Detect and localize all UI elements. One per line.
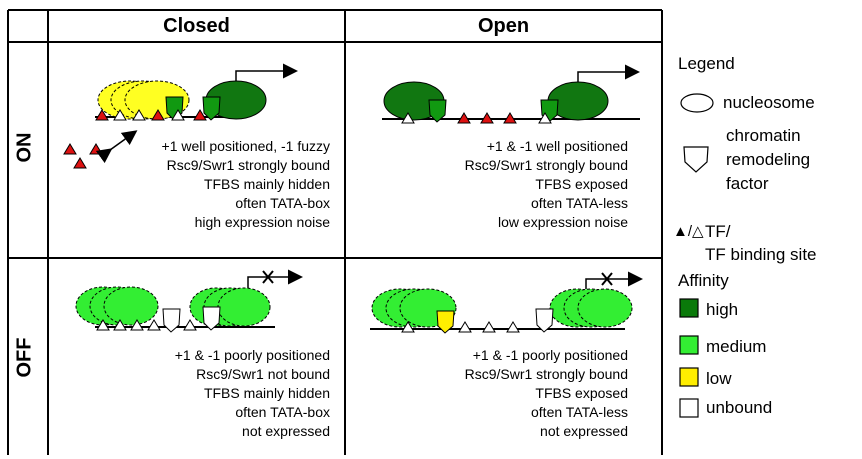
block-cross [262, 270, 274, 284]
tfbs-empty [506, 321, 520, 333]
tfbs-empty [401, 321, 415, 333]
desc-line: +1 & -1 poorly positioned [472, 347, 628, 363]
row-label-off: OFF [13, 337, 36, 378]
desc-line: not expressed [540, 423, 628, 439]
legend-affinity-unbound: unbound [706, 398, 773, 417]
on-open-description: +1 & -1 well positioned Rsc9/Swr1 strong… [465, 137, 628, 232]
affinity-swatch-high [679, 298, 699, 318]
desc-line: TFBS exposed [535, 385, 628, 401]
legend-tf-title: TF/ [705, 222, 731, 241]
legend-nucleosome-label: nucleosome [723, 93, 815, 112]
tfbs-bound [193, 109, 207, 121]
legend-tf-symbol: ▲/△ [673, 223, 704, 240]
desc-line: often TATA-box [235, 404, 330, 420]
off-open-diagram [370, 271, 643, 334]
legend-affinity-title: Affinity [678, 271, 729, 290]
tfbs-empty [113, 109, 127, 121]
transcription-arrow-blocked [585, 271, 643, 289]
desc-line: Rsc9/Swr1 strongly bound [464, 366, 628, 382]
remodeler-unbound [535, 308, 554, 333]
tfbs-empty [130, 319, 144, 331]
remodeler-icon [683, 146, 709, 173]
desc-line: Rsc9/Swr1 strongly bound [166, 157, 330, 173]
remodeler-unbound [202, 306, 221, 331]
off-closed-diagram [75, 269, 303, 333]
tfbs-empty [147, 319, 161, 331]
table-grid [7, 9, 663, 455]
legend-line: remodeling [726, 150, 811, 169]
column-header-open: Open [477, 15, 530, 37]
transcription-arrow-blocked [247, 269, 303, 288]
desc-line: Rsc9/Swr1 not bound [196, 366, 330, 382]
desc-line: often TATA-box [235, 195, 330, 211]
desc-line: +1 & -1 well positioned [486, 138, 628, 154]
legend-tf-subtitle: TF binding site [705, 245, 817, 264]
free-tf [89, 143, 103, 155]
nucleosome-fuzzy [577, 288, 633, 328]
legend-affinity-low: low [706, 369, 732, 388]
legend-line: chromatin [726, 126, 801, 145]
nucleosome-fuzzy [217, 287, 271, 327]
desc-line: +1 well positioned, -1 fuzzy [161, 138, 330, 154]
desc-line: TFBS mainly hidden [203, 176, 330, 192]
legend-line: factor [726, 174, 769, 193]
tfbs-empty [538, 112, 552, 124]
desc-line: TFBS mainly hidden [203, 385, 330, 401]
tfbs-bound [480, 112, 494, 124]
block-cross [601, 272, 613, 286]
free-tf [63, 143, 77, 155]
tfbs-bound [457, 112, 471, 124]
legend-affinity-high: high [706, 300, 739, 319]
affinity-swatch-low [679, 367, 699, 387]
tfbs-empty [183, 319, 197, 331]
affinity-swatch-medium [679, 335, 699, 355]
tfbs-empty [401, 112, 415, 124]
affinity-swatch-unbound [679, 398, 699, 418]
remodeler-low [436, 310, 455, 334]
tfbs-bound [503, 112, 517, 124]
tfbs-empty [458, 321, 472, 333]
desc-line: low expression noise [498, 214, 628, 230]
legend-title: Legend [678, 54, 735, 73]
legend-shapes [680, 93, 714, 173]
desc-line: Rsc9/Swr1 strongly bound [464, 157, 628, 173]
transcription-arrow [235, 63, 298, 81]
desc-line: +1 & -1 poorly positioned [174, 347, 330, 363]
tfbs-empty [171, 109, 185, 121]
legend-remodeler-label: chromatin remodeling factor [726, 124, 810, 196]
off-closed-description: +1 & -1 poorly positioned Rsc9/Swr1 not … [175, 346, 330, 441]
desc-line: high expression noise [194, 214, 330, 230]
tfbs-empty [96, 319, 110, 331]
legend-affinity-medium: medium [706, 337, 767, 356]
desc-line: TFBS exposed [535, 176, 628, 192]
free-tf [73, 157, 87, 169]
tfbs-bound [151, 109, 165, 121]
remodeler [428, 99, 447, 123]
column-header-closed: Closed [163, 15, 230, 37]
on-open-diagram [382, 64, 640, 124]
nucleosome-fuzzy [103, 286, 159, 326]
exchange-arrow [95, 130, 138, 164]
tfbs-bound [95, 109, 109, 121]
on-closed-diagram [63, 63, 298, 169]
tfbs-empty [482, 321, 496, 333]
tfbs-empty [113, 319, 127, 331]
desc-line: often TATA-less [531, 195, 628, 211]
row-label-on: ON [13, 132, 36, 163]
off-open-description: +1 & -1 poorly positioned Rsc9/Swr1 stro… [465, 346, 628, 441]
nucleosome-icon [680, 93, 714, 113]
remodeler-unbound [162, 308, 181, 333]
affinity-swatches [679, 298, 699, 418]
on-closed-description: +1 well positioned, -1 fuzzy Rsc9/Swr1 s… [162, 137, 330, 232]
desc-line: not expressed [242, 423, 330, 439]
tfbs-empty [132, 109, 146, 121]
desc-line: often TATA-less [531, 404, 628, 420]
remodeler [202, 96, 221, 121]
transcription-arrow [577, 64, 640, 82]
